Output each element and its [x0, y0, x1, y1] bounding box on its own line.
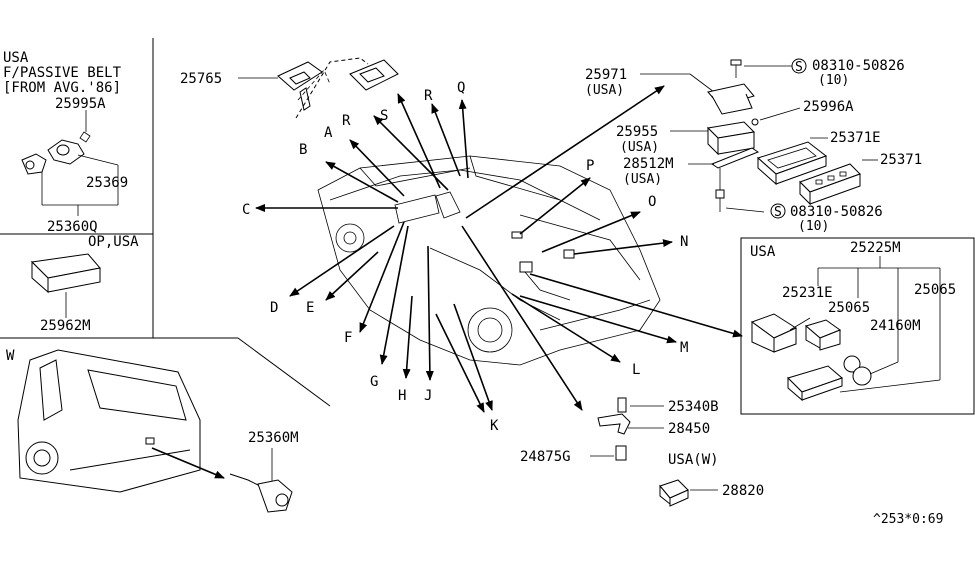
- relay-box-drawing: [750, 313, 941, 402]
- belt-switch-drawing: [21, 110, 119, 216]
- hatch-switch-drawing: [229, 448, 293, 513]
- vehicle-body-drawing: [317, 155, 661, 366]
- callout-R-upper[interactable]: R: [424, 88, 433, 104]
- relay-25371-drawing: [799, 163, 861, 206]
- part-25955[interactable]: 25955: [616, 124, 658, 140]
- relay-25371E-drawing: [757, 141, 828, 186]
- panel-op-usa-label: OP,USA: [88, 234, 139, 250]
- part-24160M[interactable]: 24160M: [870, 318, 921, 334]
- passive-belt-panel: USA F/PASSIVE BELT [FROM AVG.'86] 25995A…: [3, 50, 128, 235]
- callout-H[interactable]: H: [398, 388, 406, 404]
- callout-A[interactable]: A: [324, 125, 333, 141]
- callout-R-lower[interactable]: R: [342, 113, 351, 129]
- part-25371E[interactable]: 25371E: [830, 130, 881, 146]
- callout-arrows: [255, 85, 743, 413]
- callout-E[interactable]: E: [306, 300, 314, 316]
- diagram-code: ^253*0:69: [873, 512, 943, 527]
- part-25360M[interactable]: 25360M: [248, 430, 299, 446]
- part-25962M[interactable]: 25962M: [40, 318, 91, 334]
- op-usa-panel: OP,USA 25962M: [30, 234, 139, 334]
- part-25340B[interactable]: 25340B: [668, 399, 719, 415]
- wagon-panel: W 25360M: [6, 348, 299, 513]
- callout-D[interactable]: D: [270, 300, 278, 316]
- callout-K[interactable]: K: [490, 418, 499, 434]
- bracket-28512M-drawing: [710, 147, 760, 199]
- part-25995A[interactable]: 25995A: [55, 96, 106, 112]
- switch-25340B-drawing: [590, 397, 664, 461]
- part-25955-note: (USA): [620, 140, 659, 155]
- callout-O[interactable]: O: [648, 194, 656, 210]
- control-unit-drawing: [30, 253, 101, 318]
- part-25360Q[interactable]: 25360Q: [47, 219, 98, 235]
- part-28450[interactable]: 28450: [668, 421, 710, 437]
- callout-F[interactable]: F: [344, 330, 352, 346]
- wagon-rear-drawing: [17, 349, 201, 493]
- part-25971-note: (USA): [585, 83, 624, 98]
- part-25231E[interactable]: 25231E: [782, 285, 833, 301]
- part-25971[interactable]: 25971: [585, 67, 627, 83]
- screw-bottom: [719, 198, 786, 219]
- part-25371[interactable]: 25371: [880, 152, 922, 168]
- unit-25955-drawing: [706, 121, 756, 156]
- part-25225M[interactable]: 25225M: [850, 240, 901, 256]
- callout-C[interactable]: C: [242, 202, 250, 218]
- part-08310-50826-bottom-qty: (10): [798, 219, 829, 234]
- panel-wagon-label: W: [6, 348, 15, 364]
- part-28820-drawing: [659, 479, 718, 507]
- screw-marker-bottom: S: [774, 205, 782, 220]
- callout-L[interactable]: L: [632, 362, 640, 378]
- panel-dividers: [0, 38, 975, 415]
- screw-marker-top: S: [795, 60, 803, 75]
- callout-B[interactable]: B: [299, 142, 307, 158]
- panel-passive-belt-label: F/PASSIVE BELT: [3, 65, 122, 81]
- part-25765[interactable]: 25765: [180, 71, 222, 87]
- callout-G[interactable]: G: [370, 374, 378, 390]
- callout-P[interactable]: P: [586, 158, 594, 174]
- part-25065-left[interactable]: 25065: [828, 300, 870, 316]
- part-28512M-note: (USA): [623, 172, 662, 187]
- callout-J[interactable]: J: [424, 388, 432, 404]
- part-25996A[interactable]: 25996A: [803, 99, 854, 115]
- part-08310-50826-top-qty: (10): [818, 73, 849, 88]
- callout-labels: A B C D E F G H J K L M N O P Q R R S: [242, 80, 688, 434]
- callout-M[interactable]: M: [680, 340, 688, 356]
- callout-N[interactable]: N: [680, 234, 688, 250]
- part-28512M[interactable]: 28512M: [623, 156, 674, 172]
- callout-Q[interactable]: Q: [457, 80, 465, 96]
- panel-from-date-label: [FROM AVG.'86]: [3, 80, 121, 96]
- part-25369[interactable]: 25369: [86, 175, 128, 191]
- part-08310-50826-top[interactable]: 08310-50826: [812, 58, 905, 74]
- panel-usa-w-label: USA(W): [668, 452, 719, 468]
- part-24875G[interactable]: 24875G: [520, 449, 571, 465]
- callout-S[interactable]: S: [380, 108, 388, 124]
- panel-usa-label: USA: [3, 50, 29, 66]
- part-25065-right[interactable]: 25065: [914, 282, 956, 298]
- part-28820[interactable]: 28820: [722, 483, 764, 499]
- bracket-25971-drawing: [707, 83, 759, 126]
- panel-usa-relay-label: USA: [750, 244, 776, 260]
- part-08310-50826-bottom[interactable]: 08310-50826: [790, 204, 883, 220]
- map-lamp-drawing: [238, 57, 399, 119]
- usa-relay-panel: USA 25225M 25231E 25065 25065 24160M: [750, 240, 956, 402]
- screw-top: [730, 58, 807, 78]
